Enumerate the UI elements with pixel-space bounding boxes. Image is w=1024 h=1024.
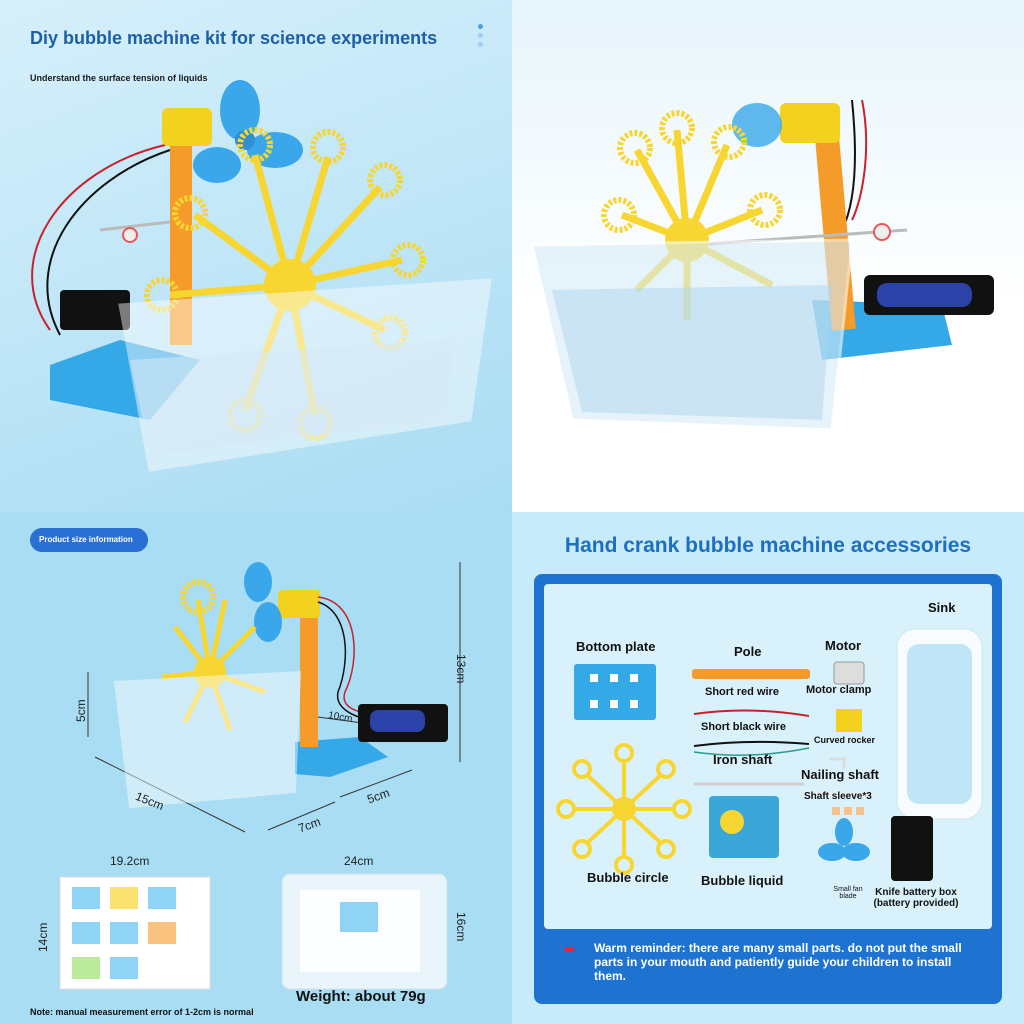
warm-reminder-text: Warm reminder: there are many small part… — [594, 941, 962, 983]
size-info-panel: Product size information — [0, 512, 512, 1024]
part-iron-shaft: Iron shaft — [713, 752, 773, 767]
part-short-red-wire: Short red wire — [705, 686, 779, 698]
parts-grid: Sink Bottom plate Pole Motor Short red w… — [544, 584, 992, 929]
pagination-dots[interactable] — [478, 24, 483, 51]
part-battery-box: Knife battery box (battery provided) — [873, 887, 959, 909]
part-nailing-shaft: Nailing shaft — [801, 767, 880, 782]
size-diagram — [59, 562, 461, 990]
warm-reminder: ➨ Warm reminder: there are many small pa… — [564, 941, 974, 983]
tank-height-dimension: 5cm — [74, 699, 88, 722]
part-bottom-plate: Bottom plate — [576, 639, 656, 654]
bag-height-label: 16cm — [454, 912, 468, 942]
page-title: Diy bubble machine kit for science exper… — [30, 28, 438, 48]
bag-width-label: 24cm — [344, 854, 374, 868]
side-view-panel — [512, 0, 1024, 512]
parts-illustration — [556, 628, 983, 881]
accessories-panel: Hand crank bubble machine accessories — [512, 512, 1024, 1024]
size-info-badge: Product size information — [30, 528, 148, 552]
part-motor: Motor — [825, 638, 862, 653]
part-bubble-liquid: Bubble liquid — [701, 873, 784, 888]
height-dimension: 13cm — [454, 654, 468, 684]
bubble-machine-side-illustration — [530, 99, 994, 432]
weight-label: Weight: about 79g — [296, 988, 426, 1005]
part-pole: Pole — [734, 644, 762, 659]
part-shaft-sleeve: Shaft sleeve*3 — [804, 791, 872, 802]
manual-width-label: 19.2cm — [110, 854, 150, 868]
part-motor-clamp: Motor clamp — [806, 684, 872, 696]
page-subtitle: Understand the surface tension of liquid… — [30, 73, 208, 83]
hero-panel: Diy bubble machine kit for science exper… — [0, 0, 512, 512]
measurement-note: Note: manual measurement error of 1-2cm … — [30, 1007, 254, 1017]
part-sink: Sink — [928, 600, 956, 615]
accessories-card: Sink Bottom plate Pole Motor Short red w… — [534, 574, 1002, 1004]
part-small-fan-blade: Small fan blade — [833, 886, 863, 900]
part-short-black-wire: Short black wire — [701, 721, 786, 733]
part-bubble-circle: Bubble circle — [587, 870, 669, 885]
accessories-title: Hand crank bubble machine accessories — [564, 534, 972, 557]
manual-height-label: 14cm — [36, 922, 50, 952]
bubble-machine-illustration — [31, 80, 492, 472]
part-curved-rocker: Curved rocker — [814, 735, 876, 745]
arrow-icon: ➨ — [564, 941, 576, 957]
